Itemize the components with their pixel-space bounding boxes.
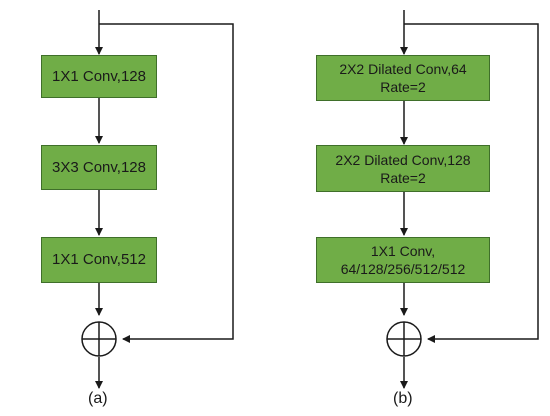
block-label: 1X1 Conv,512: [52, 251, 146, 268]
diagram-a-connectors: [95, 10, 234, 389]
diagram-b-connectors: [400, 10, 539, 389]
conv-block-a-3: 1X1 Conv,512: [41, 237, 157, 283]
block-label-line2: Rate=2: [380, 79, 426, 95]
block-label-line2: 64/128/256/512/512: [340, 261, 466, 277]
conv-block-a-1: 1X1 Conv,128: [41, 55, 157, 98]
block-label-line2: Rate=2: [380, 169, 426, 186]
sum-node-b: [386, 321, 422, 357]
block-label-line1: 2X2 Dilated Conv,64: [339, 61, 467, 77]
conv-block-b-2: 2X2 Dilated Conv,128 Rate=2: [316, 145, 490, 192]
block-label: 1X1 Conv,128: [52, 67, 146, 85]
skip-connection-b: [404, 23, 539, 343]
block-label-line1: 2X2 Dilated Conv,128: [335, 151, 471, 168]
sum-node-a: [81, 321, 117, 357]
caption-b: (b): [393, 390, 413, 407]
conv-block-b-3: 1X1 Conv, 64/128/256/512/512: [316, 237, 490, 283]
caption-a: (a): [88, 390, 108, 407]
conv-block-a-2: 3X3 Conv,128: [41, 145, 157, 190]
conv-block-b-1: 2X2 Dilated Conv,64 Rate=2: [316, 55, 490, 101]
block-label: 3X3 Conv,128: [52, 158, 146, 176]
block-label-line1: 1X1 Conv,: [370, 243, 436, 259]
skip-connection-a: [99, 23, 234, 343]
